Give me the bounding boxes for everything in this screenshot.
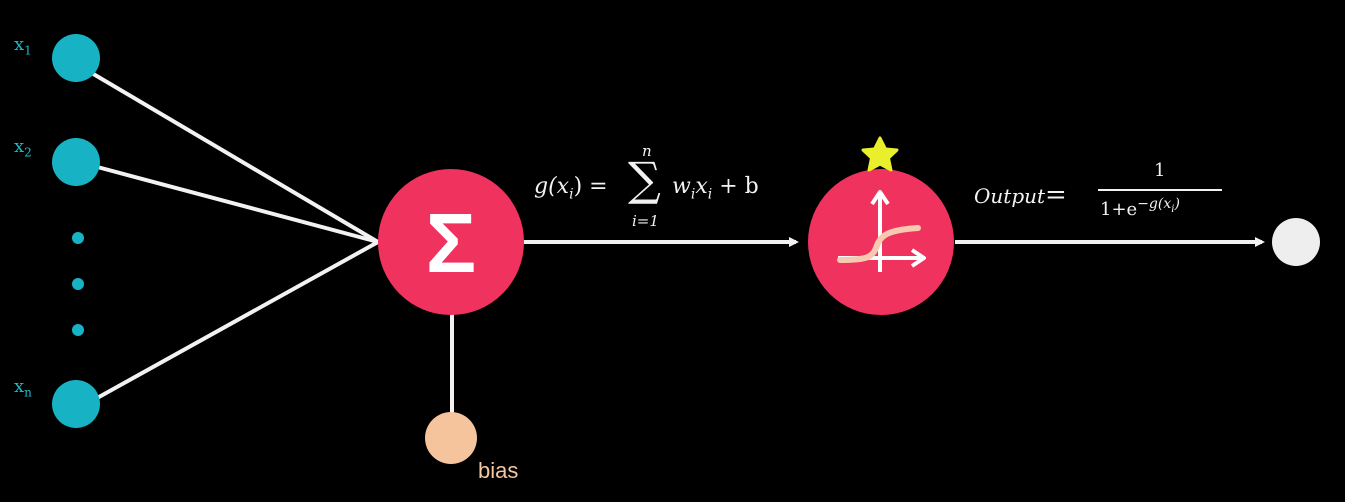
ellipsis-dot <box>72 232 84 244</box>
output-node <box>1272 218 1320 266</box>
bias-node <box>425 412 477 464</box>
summation-symbol: Σ <box>426 196 476 290</box>
ellipsis-dot <box>72 324 84 336</box>
input-label-xn: xn <box>14 376 32 400</box>
input-node-xn <box>52 380 100 428</box>
edge-x1-to-sum <box>88 70 380 244</box>
fraction-numerator: 1 <box>1154 160 1166 181</box>
fraction-denominator: 1+e−g(xi) <box>1100 196 1180 220</box>
input-node-x2 <box>52 138 100 186</box>
bias-label: bias <box>478 458 519 483</box>
edge-xn-to-sum <box>89 240 379 404</box>
input-label-x2: x2 <box>14 136 32 160</box>
star-icon <box>861 136 899 172</box>
input-node-x1 <box>52 34 100 82</box>
sum-upper-limit: n <box>642 142 652 160</box>
edge-x2-to-sum <box>89 163 379 244</box>
sigmoid-icon <box>837 190 926 272</box>
sum-lower-limit: i=1 <box>632 212 659 230</box>
summation-node <box>378 169 524 315</box>
input-label-x1: x1 <box>14 34 32 58</box>
sum-sign: ∑ <box>628 152 661 206</box>
ellipsis-dot <box>72 278 84 290</box>
